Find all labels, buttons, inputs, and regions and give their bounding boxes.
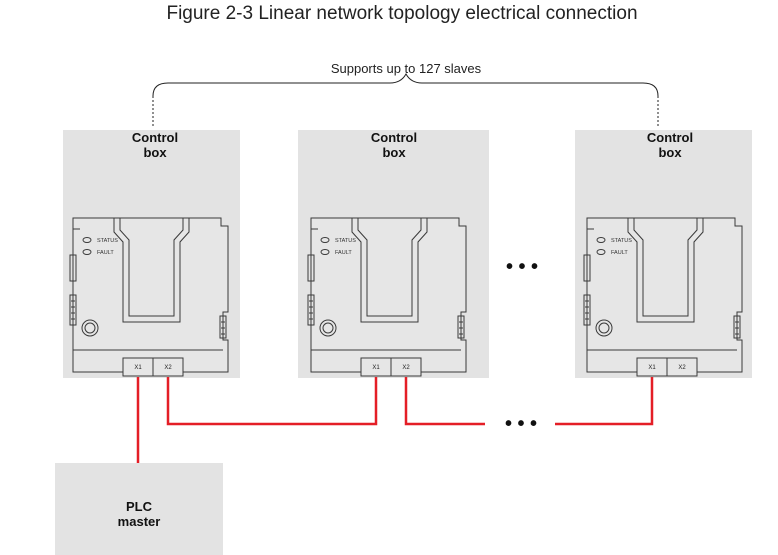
fault-led-label: FAULT bbox=[335, 250, 352, 256]
control-box-title: box bbox=[143, 145, 167, 160]
figure-title: Figure 2-3 Linear network topology elect… bbox=[166, 3, 637, 24]
cable-box2-to-chain bbox=[404, 377, 485, 426]
status-led-icon bbox=[596, 237, 606, 243]
control-box-title: Control bbox=[132, 130, 178, 145]
cable-chain-to-box3 bbox=[555, 377, 654, 426]
port-x1-label: X1 bbox=[134, 365, 142, 371]
control-box-title: box bbox=[658, 145, 682, 160]
fault-led-icon bbox=[320, 249, 330, 255]
control-box-3: Control box STATUS FAULT X1 X2 bbox=[575, 130, 752, 378]
status-led-label: STATUS bbox=[97, 238, 118, 244]
port-x1-label: X1 bbox=[648, 365, 656, 371]
fault-led-icon bbox=[82, 249, 92, 255]
port-x2 bbox=[152, 357, 184, 377]
port-x2-label: X2 bbox=[402, 365, 410, 371]
status-led-label: STATUS bbox=[611, 238, 632, 244]
ellipsis-lower: • • • bbox=[505, 413, 537, 435]
fault-led-label: FAULT bbox=[97, 250, 114, 256]
plc-master-label: master bbox=[118, 514, 161, 529]
control-box-2: Control box STATUS FAULT X1 X2 bbox=[298, 130, 489, 378]
status-led-icon bbox=[82, 237, 92, 243]
control-box-title: Control bbox=[647, 130, 693, 145]
plc-master-label: PLC bbox=[126, 499, 153, 514]
control-box-title: box bbox=[382, 145, 406, 160]
cables bbox=[136, 377, 654, 463]
port-x2 bbox=[666, 357, 698, 377]
module-device bbox=[69, 217, 229, 377]
port-x2-label: X2 bbox=[164, 365, 172, 371]
status-led-icon bbox=[320, 237, 330, 243]
plc-master-background bbox=[55, 463, 223, 555]
ellipsis-upper: • • • bbox=[506, 256, 538, 278]
span-brace bbox=[152, 72, 659, 126]
fault-led-label: FAULT bbox=[611, 250, 628, 256]
control-box-1: Control box STATUS FAULT X1 X2 bbox=[63, 130, 240, 378]
status-led-label: STATUS bbox=[335, 238, 356, 244]
control-box-title: Control bbox=[371, 130, 417, 145]
port-x2 bbox=[390, 357, 422, 377]
plc-master: PLC master bbox=[55, 463, 223, 555]
span-label: Supports up to 127 slaves bbox=[331, 61, 482, 76]
fault-led-icon bbox=[596, 249, 606, 255]
module-device bbox=[307, 217, 467, 377]
reset-knob-icon bbox=[81, 319, 99, 337]
module-device bbox=[583, 217, 743, 377]
reset-knob-icon bbox=[319, 319, 337, 337]
port-x2-label: X2 bbox=[678, 365, 686, 371]
cable-box1-to-box2 bbox=[166, 377, 378, 426]
reset-knob-icon bbox=[595, 319, 613, 337]
port-x1-label: X1 bbox=[372, 365, 380, 371]
